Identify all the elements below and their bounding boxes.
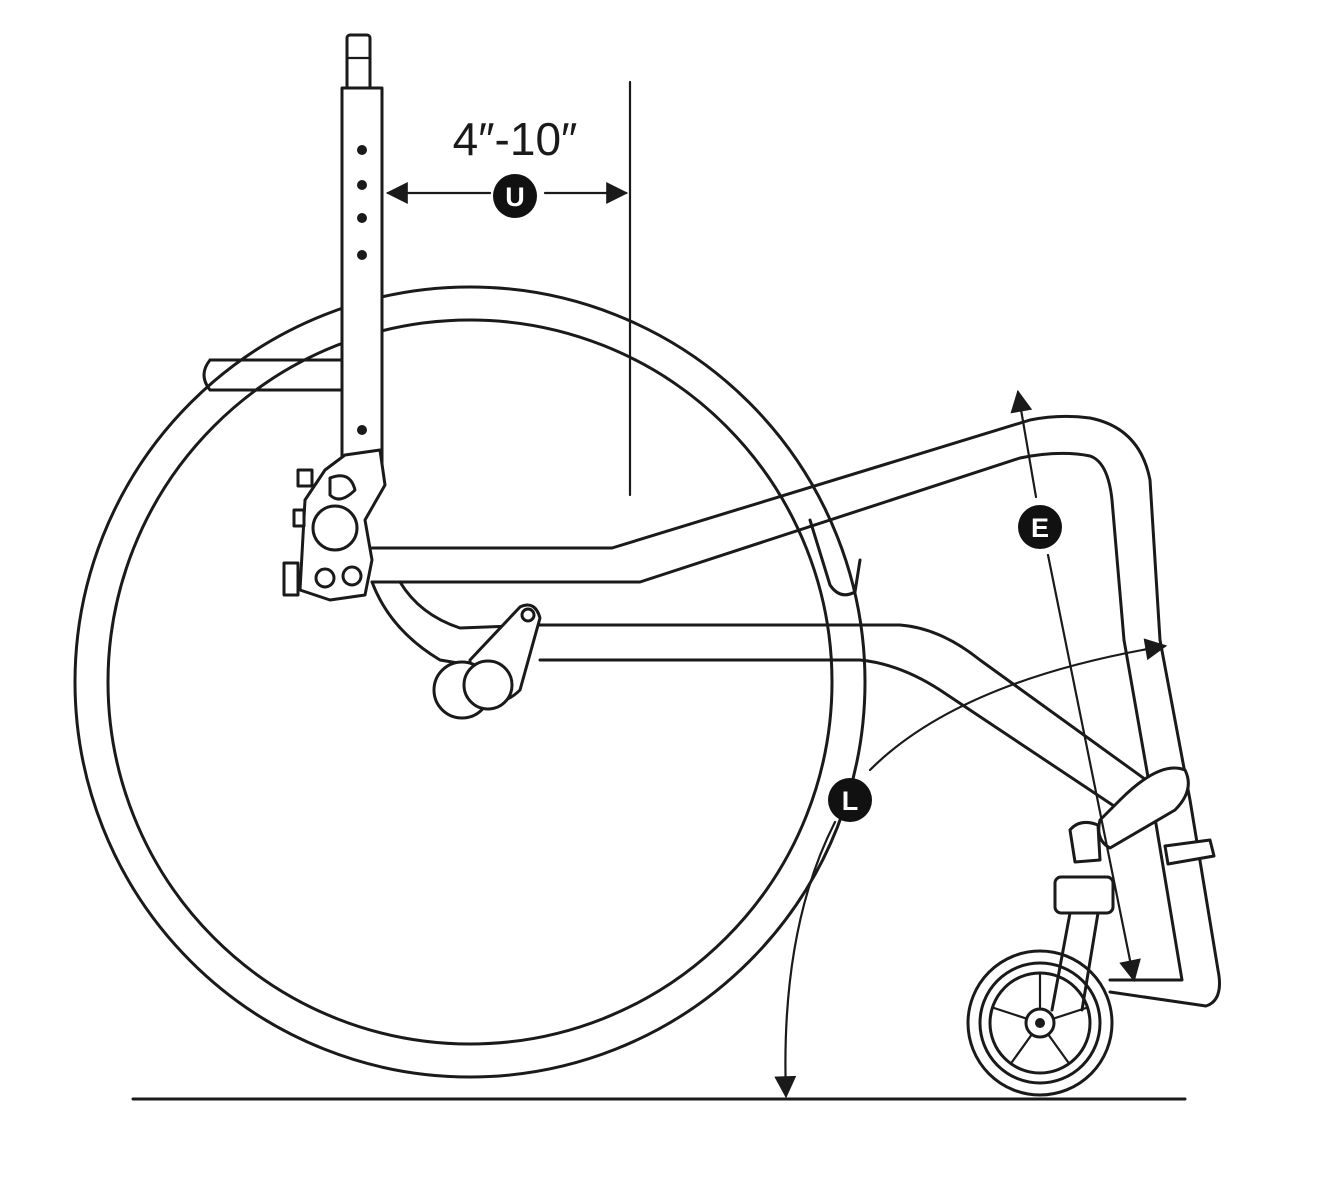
caster-wheel-tire [978, 961, 1102, 1085]
dimension-u-label: 4″-10″ [453, 113, 578, 165]
rear-wheel-outer [73, 285, 867, 1079]
marker-l-badge: L [828, 778, 872, 822]
marker-e-badge: E [1018, 505, 1062, 549]
rear-wheel-inner [106, 318, 834, 1046]
caster-headset [1053, 875, 1115, 915]
caster-wheel-axle [1035, 1018, 1045, 1028]
caster-wheel-outer [966, 949, 1114, 1097]
backrest-post-holes [357, 145, 367, 435]
marker-u-text: U [505, 182, 525, 212]
bracket-screw-b [292, 508, 306, 528]
dimension-e-arrow-down [1046, 553, 1141, 983]
dimension-l-arc-upper [868, 638, 1168, 772]
frame-axle-bend-inner [398, 580, 542, 630]
marker-u-badge: U [493, 174, 537, 218]
dimension-e-arrow-up [1010, 389, 1038, 499]
marker-l-text: L [842, 786, 859, 816]
bracket-hole-b [341, 565, 363, 587]
frame-lower-rail [538, 623, 1162, 792]
bracket-hole-a [314, 567, 336, 589]
frame-lower-rail-inner [538, 658, 1122, 812]
caster-wheel-spokes [992, 973, 1088, 1064]
frame-front-tube [1108, 638, 1221, 1008]
marker-e-text: E [1031, 513, 1049, 543]
frame-front-tube-inner [1108, 638, 1184, 982]
frame-seat-rail [370, 414, 1162, 642]
caster-stem-housing [1097, 766, 1190, 850]
axle-hub [311, 504, 359, 552]
caster-fork-tube [1068, 820, 1102, 864]
caster-fork [1050, 911, 1100, 1012]
frame-axle-bend [370, 580, 472, 667]
dimension-l-arc-lower [774, 820, 837, 1099]
cam-knob-center [462, 659, 514, 711]
cam-pivot [520, 607, 536, 623]
bracket-knob [328, 474, 357, 501]
bracket-screw-a [296, 468, 314, 488]
backrest-rail [202, 358, 347, 392]
caster-clamp [1163, 838, 1216, 866]
bracket-screw-c [282, 561, 300, 597]
caster-wheel-rim [988, 971, 1092, 1075]
backrest-post-top [345, 33, 372, 92]
